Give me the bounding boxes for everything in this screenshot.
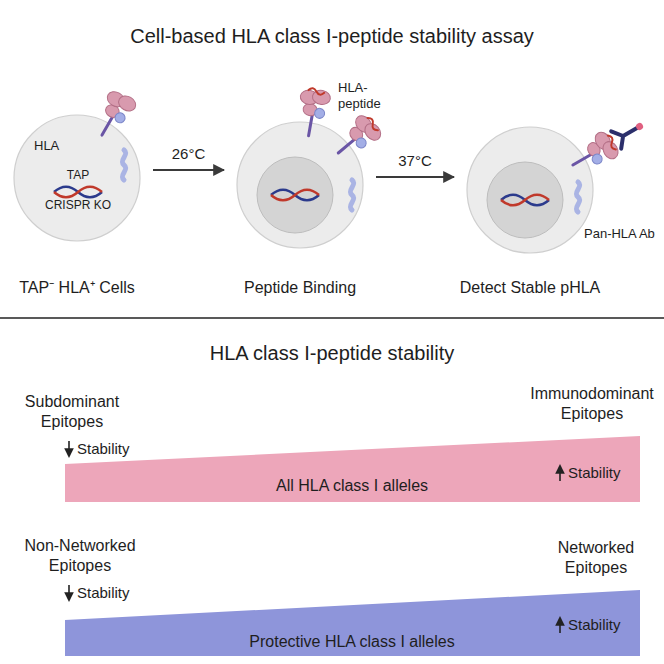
axis-label: Immunodominant Epitopes — [527, 384, 657, 424]
drawing-part — [271, 190, 319, 201]
node-outline — [236, 121, 364, 249]
axis-label: Stability — [568, 616, 621, 635]
axis-label: Subdominant Epitopes — [7, 392, 137, 432]
nucleus — [487, 162, 563, 238]
drawing-part — [271, 190, 319, 201]
drawing-part — [366, 116, 380, 131]
node-text: Peptide Binding — [244, 278, 356, 298]
drawing-part — [308, 88, 325, 96]
up-arrow — [559, 466, 561, 481]
antibody — [611, 119, 642, 148]
section-heading: HLA class I-peptide stability — [210, 341, 455, 366]
title-text: Cell-based HLA class I-peptide stability… — [130, 24, 534, 49]
nucleus-node: TAP CRISPR KO — [40, 154, 116, 230]
axis-label: Networked Epitopes — [531, 538, 661, 578]
node-outline — [466, 126, 594, 254]
node-text: Pan-HLA Ab — [584, 226, 655, 242]
cell-outline — [237, 122, 363, 248]
process-arrow — [153, 169, 224, 171]
nucleus — [257, 157, 333, 233]
node-text: HLA-peptide — [338, 80, 396, 113]
node-text: HLA — [34, 138, 59, 154]
wedge-shape — [65, 436, 640, 502]
cell-node: Pan-HLA AbDetect Stable pHLA — [466, 126, 594, 254]
axis-label: Non-Networked Epitopes — [15, 536, 145, 576]
cell-outline — [467, 127, 593, 253]
node-outline — [40, 154, 116, 230]
stability-wedge: Protective HLA class I alleles — [65, 590, 640, 656]
node-text: TAP⁻ HLA⁺ Cells — [19, 278, 135, 298]
down-arrow — [68, 441, 70, 456]
antibody-label-dot — [635, 122, 645, 132]
node-text: Protective HLA class I alleles — [249, 632, 454, 652]
node-text: Detect Stable pHLA — [460, 278, 601, 298]
node-text: TAP — [67, 168, 89, 183]
temperature-label: 37°C — [396, 152, 434, 171]
drawing-part — [501, 195, 549, 206]
wedge-shape — [65, 590, 640, 656]
axis-label: Stability — [568, 464, 621, 483]
cell-node: TAPCRISPR KOHLATAP⁻ HLA⁺ Cells — [13, 114, 141, 242]
dna — [271, 190, 319, 201]
node-text: CRISPR KO — [45, 198, 111, 213]
down-arrow — [68, 585, 70, 600]
axis-label: Stability — [77, 584, 130, 603]
up-arrow — [559, 618, 561, 633]
temperature-label: 26°C — [170, 145, 208, 164]
section-divider — [0, 317, 664, 319]
axis-label: Stability — [77, 440, 130, 459]
process-arrow — [376, 176, 454, 178]
cell-node: HLA-peptidePeptide Binding — [236, 121, 364, 249]
drawing-part — [501, 195, 549, 206]
node-text: All HLA class I alleles — [276, 476, 428, 496]
drawing-part — [606, 134, 618, 150]
dna — [501, 195, 549, 206]
cell-outline — [14, 115, 140, 241]
stability-wedge: All HLA class I alleles — [65, 436, 640, 502]
